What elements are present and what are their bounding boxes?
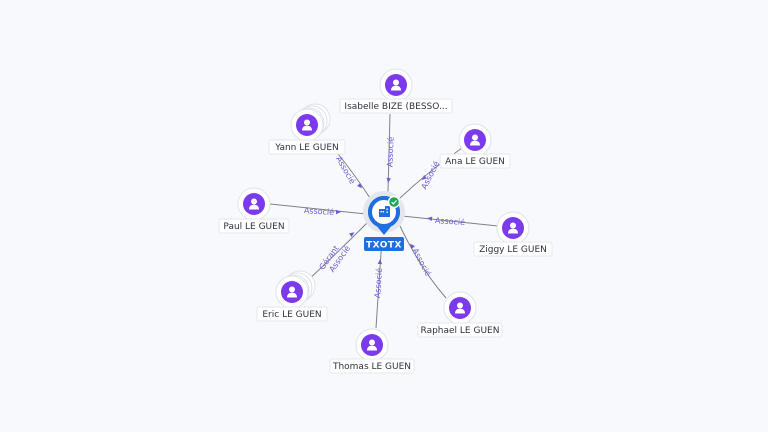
name-chip xyxy=(329,358,415,374)
edge-paul: Associé xyxy=(269,203,367,217)
company-pin-tip xyxy=(375,224,393,235)
name-chip xyxy=(417,322,503,338)
company-name: TXOTX xyxy=(366,241,402,251)
person-icon xyxy=(470,134,480,146)
person-name: Isabelle BIZE (BESSO... xyxy=(344,102,447,112)
person-icon xyxy=(391,79,401,91)
person-icon xyxy=(367,339,377,351)
edge-isabelle: Associé xyxy=(384,113,396,193)
check-icon xyxy=(391,200,397,205)
person-name: Thomas LE GUEN xyxy=(332,362,411,372)
edge-arrow xyxy=(421,175,427,180)
person-name: Ziggy LE GUEN xyxy=(479,245,547,255)
person-icon xyxy=(455,302,465,314)
edge-thomas: Associé xyxy=(372,237,384,329)
edge-role-label: Associé xyxy=(419,159,442,191)
edge-raphael: Associé xyxy=(399,225,447,299)
edge-arrow xyxy=(410,243,415,249)
edge-role-label: Associé xyxy=(384,137,395,168)
name-chip xyxy=(218,218,290,234)
people-layer: Isabelle BIZE (BESSO... Yann LE GUEN Ana L… xyxy=(218,68,553,374)
verified-badge xyxy=(387,195,401,209)
edge-arrow xyxy=(357,183,363,189)
edge-role-label: Associé xyxy=(304,205,335,217)
company-name-chip xyxy=(364,237,404,251)
person-node-thomas[interactable]: Thomas LE GUEN xyxy=(329,328,415,374)
person-node-paul[interactable]: Paul LE GUEN xyxy=(218,187,290,234)
person-icon xyxy=(287,286,297,298)
edge-arrow xyxy=(427,216,433,221)
name-chip xyxy=(339,98,453,114)
person-name: Raphael LE GUEN xyxy=(421,326,500,336)
company-node[interactable]: TXOTX xyxy=(363,191,405,251)
person-node-isabelle[interactable]: Isabelle BIZE (BESSO... xyxy=(339,68,453,114)
edge-arrow xyxy=(336,209,341,215)
person-icon xyxy=(302,119,312,131)
edge-arrow xyxy=(386,177,391,183)
name-chip xyxy=(473,241,553,257)
name-chip xyxy=(268,139,346,155)
person-icon xyxy=(508,222,518,234)
name-chip xyxy=(439,153,511,169)
person-name: Paul LE GUEN xyxy=(223,222,284,232)
edge-ziggy: Associé xyxy=(401,215,499,227)
edge-arrow xyxy=(377,259,383,265)
edge-line xyxy=(375,237,383,329)
edge-role-label: Associé xyxy=(410,246,433,277)
person-node-raphael[interactable]: Raphael LE GUEN xyxy=(417,291,503,338)
person-icon xyxy=(249,198,259,210)
building-icon xyxy=(379,206,390,217)
edge-line xyxy=(399,225,447,299)
name-chip xyxy=(256,306,328,322)
person-name: Eric LE GUEN xyxy=(262,310,321,320)
edge-role-label: Associé xyxy=(334,154,358,185)
edge-line xyxy=(401,215,499,227)
edge-role-label: Associé xyxy=(372,267,384,298)
edge-role-label: Associé xyxy=(435,215,466,227)
edge-line xyxy=(399,147,463,199)
edge-yann: Associé xyxy=(334,149,371,199)
person-name: Ana LE GUEN xyxy=(445,157,505,167)
edge-line xyxy=(269,203,367,215)
person-node-yann[interactable]: Yann LE GUEN xyxy=(268,103,346,155)
person-node-ziggy[interactable]: Ziggy LE GUEN xyxy=(473,211,553,257)
person-node-eric[interactable]: Eric LE GUEN xyxy=(256,270,328,322)
edge-arrow xyxy=(349,232,355,237)
person-node-ana[interactable]: Ana LE GUEN xyxy=(439,123,511,169)
person-name: Yann LE GUEN xyxy=(274,143,339,153)
